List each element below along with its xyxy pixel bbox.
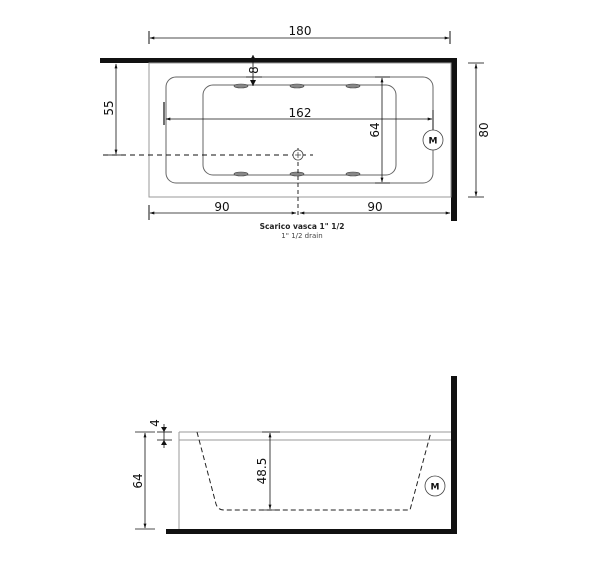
drain-caption-italian: Scarico vasca 1" 1/2 xyxy=(260,222,345,231)
wall-side xyxy=(451,376,457,534)
side-view: M 48.5 64 4 xyxy=(131,376,457,534)
basin-profile xyxy=(196,431,432,511)
motor-label-top: M xyxy=(429,137,438,147)
motor-icon-side xyxy=(424,475,446,497)
top-view: 180 8 162 64 M 80 55 xyxy=(100,24,491,240)
motor-icon xyxy=(422,129,444,151)
wall-floor xyxy=(166,529,457,534)
dim-label-4: 4 xyxy=(148,419,162,427)
dim-label-55: 55 xyxy=(102,100,116,115)
dim-label-162: 162 xyxy=(289,106,312,120)
wall-top xyxy=(100,58,457,63)
dim-label-64-side: 64 xyxy=(131,473,145,488)
dim-label-64-top: 64 xyxy=(368,122,382,137)
wall-right xyxy=(451,58,457,221)
dim-label-180: 180 xyxy=(289,24,312,38)
jet-icons xyxy=(233,83,361,177)
dim-label-90-right: 90 xyxy=(367,200,382,214)
drain-caption-english: 1" 1/2 drain xyxy=(281,232,322,240)
dim-label-48-5: 48.5 xyxy=(255,458,269,485)
tub-rim xyxy=(165,76,434,184)
tub-outline xyxy=(148,62,452,198)
dim-label-90-left: 90 xyxy=(214,200,229,214)
motor-label-side: M xyxy=(431,483,440,493)
dim-label-80: 80 xyxy=(477,122,491,137)
dim-label-8: 8 xyxy=(247,66,261,74)
